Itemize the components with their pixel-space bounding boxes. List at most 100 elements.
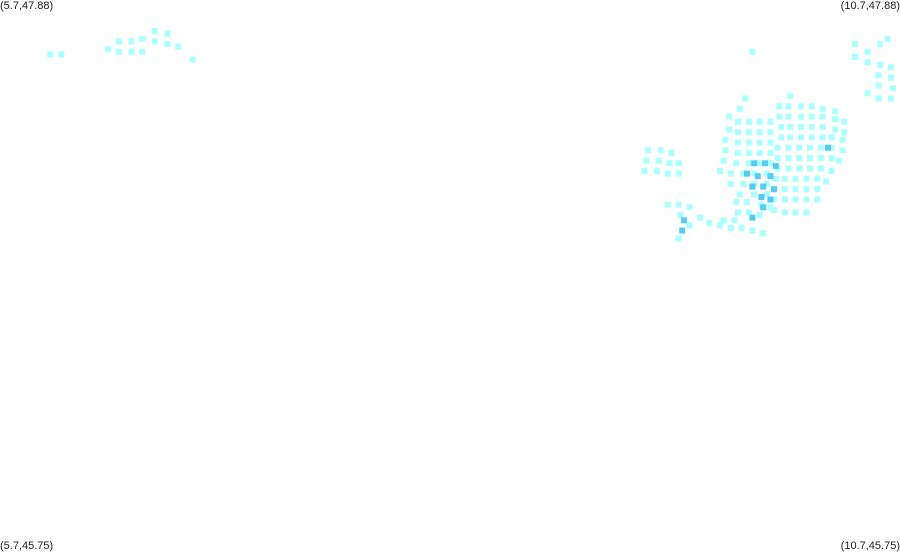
map-cell-light <box>803 175 810 182</box>
map-cell-light <box>664 170 671 177</box>
map-cell-dark <box>825 144 831 151</box>
map-cell-light <box>760 230 767 237</box>
map-cell-light <box>828 155 835 162</box>
map-cell-light <box>745 139 752 146</box>
map-cell-light <box>128 48 135 55</box>
map-cell-light <box>745 118 752 125</box>
map-cell-light <box>738 225 745 232</box>
map-cell-dark <box>754 173 761 180</box>
map-cell-dark <box>760 204 767 211</box>
corner-label-top-right: (10.7,47.88) <box>840 0 900 12</box>
map-cell-light <box>655 157 662 164</box>
map-cell-light <box>803 196 810 203</box>
map-cell-light <box>756 212 763 219</box>
map-cell-light <box>645 147 651 154</box>
map-cell-light <box>808 134 815 141</box>
map-cell-light <box>763 191 770 198</box>
map-cell-dark <box>749 183 756 190</box>
map-cell-dark <box>760 183 767 190</box>
map-cell-light <box>763 181 770 187</box>
map-cell-light <box>835 157 842 164</box>
map-cell-light <box>832 116 839 123</box>
map-cell-light <box>745 129 752 136</box>
map-cell-dark <box>772 162 779 169</box>
map-cell-light <box>717 168 723 174</box>
map-cell-light <box>675 170 682 177</box>
map-cell-light <box>115 38 122 45</box>
map-cell-light <box>706 219 713 226</box>
map-cell-light <box>749 227 756 234</box>
map-cell-light <box>771 206 777 213</box>
map-cell-light <box>803 209 810 216</box>
map-cell-light <box>740 170 747 177</box>
map-cell-light <box>105 46 111 53</box>
map-cell-light <box>763 170 770 177</box>
map-cell-light <box>677 212 684 219</box>
map-cell-light <box>864 59 871 66</box>
map-cell-light <box>792 175 799 182</box>
map-cell-light <box>722 136 729 143</box>
map-cell-light <box>781 175 788 182</box>
map-cell-light <box>657 147 664 154</box>
map-cell-light <box>778 134 785 141</box>
map-cell-light <box>735 129 741 136</box>
map-cell-light <box>864 90 871 97</box>
map-cell-dark <box>762 160 768 167</box>
map-cell-light <box>819 124 826 130</box>
map-cell-light <box>875 82 882 89</box>
map-cell-light <box>839 136 846 143</box>
map-cell-dark <box>758 194 765 200</box>
map-cell-dark <box>681 217 687 224</box>
map-cell-light <box>767 129 774 136</box>
map-cell-light <box>139 48 146 55</box>
map-cell-light <box>781 196 788 203</box>
map-cell-light <box>817 144 824 151</box>
map-cell-light <box>686 222 693 229</box>
map-cell-light <box>807 155 813 162</box>
map-cell-light <box>852 54 858 60</box>
map-cell-light <box>807 144 813 151</box>
map-cell-light <box>839 147 846 154</box>
map-cell-light <box>771 196 777 203</box>
map-cell-light <box>819 134 826 141</box>
map-cell-light <box>736 191 743 198</box>
map-cell-light <box>798 103 804 110</box>
map-cell-light <box>720 157 727 164</box>
map-cell-light <box>115 48 122 55</box>
map-cell-light <box>756 118 763 125</box>
map-cell-light <box>796 165 803 172</box>
map-cell-dark <box>679 227 686 234</box>
map-cell-light <box>877 41 884 48</box>
map-cell-light <box>731 217 738 224</box>
map-cell-light <box>817 155 824 162</box>
map-cell-light <box>776 103 783 110</box>
map-cell-light <box>722 147 729 154</box>
map-cell-light <box>832 126 839 133</box>
map-cell-light <box>774 155 781 162</box>
map-cell-light <box>828 144 835 151</box>
map-cell-light <box>785 113 792 120</box>
map-cell-light <box>675 235 682 242</box>
map-cell-light <box>727 181 734 187</box>
map-cell-light <box>756 129 763 136</box>
map-cell-dark <box>771 186 777 193</box>
map-cell-light <box>664 201 671 208</box>
map-cell-light <box>832 108 839 115</box>
map-cell-light <box>814 196 821 203</box>
map-cell-light <box>803 186 810 193</box>
map-cell-light <box>785 144 792 151</box>
map-cell-light <box>808 124 815 130</box>
map-cell-light <box>767 118 774 125</box>
map-cell-light <box>785 165 792 172</box>
map-cell-light <box>151 38 158 45</box>
map-cell-light <box>756 160 763 167</box>
map-cell-light <box>774 144 781 151</box>
map-cell-light <box>778 124 785 130</box>
map-cell-light <box>641 168 648 174</box>
map-cell-light <box>817 165 824 172</box>
map-cell-light <box>787 124 794 130</box>
map-cell-light <box>828 168 835 174</box>
map-cell-light <box>841 118 848 125</box>
map-cell-light <box>819 105 826 112</box>
